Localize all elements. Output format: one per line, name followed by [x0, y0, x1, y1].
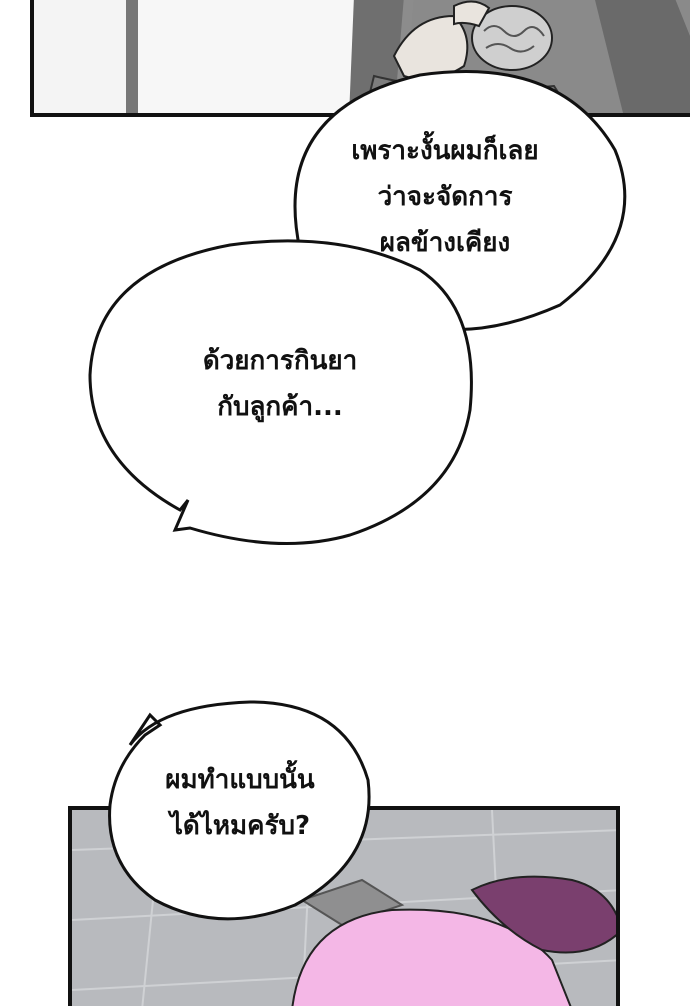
bubble-3-line-1: ผมทำแบบนั้น	[165, 765, 315, 795]
speech-bubble-1-text: เพราะงั้นผมก็เลย ว่าจะจัดการ ผลข้างเคียง	[310, 128, 580, 266]
bubble-1-line-2: ว่าจะจัดการ	[377, 182, 513, 212]
speech-bubble-3-text: ผมทำแบบนั้น ได้ไหมครับ?	[125, 757, 355, 849]
bubble-1-line-1: เพราะงั้นผมก็เลย	[351, 136, 539, 166]
speech-bubble-2-text: ด้วยการกินยา กับลูกค้า...	[160, 338, 400, 430]
speech-bubble-2-outline	[88, 239, 473, 545]
bubble-1-line-3: ผลข้างเคียง	[379, 228, 511, 258]
bubble-3-line-2: ได้ไหมครับ?	[169, 811, 311, 841]
speech-bubble-3-outline	[108, 700, 371, 921]
bubble-2-line-2: กับลูกค้า...	[217, 392, 343, 422]
bubble-2-line-1: ด้วยการกินยา	[202, 346, 358, 376]
